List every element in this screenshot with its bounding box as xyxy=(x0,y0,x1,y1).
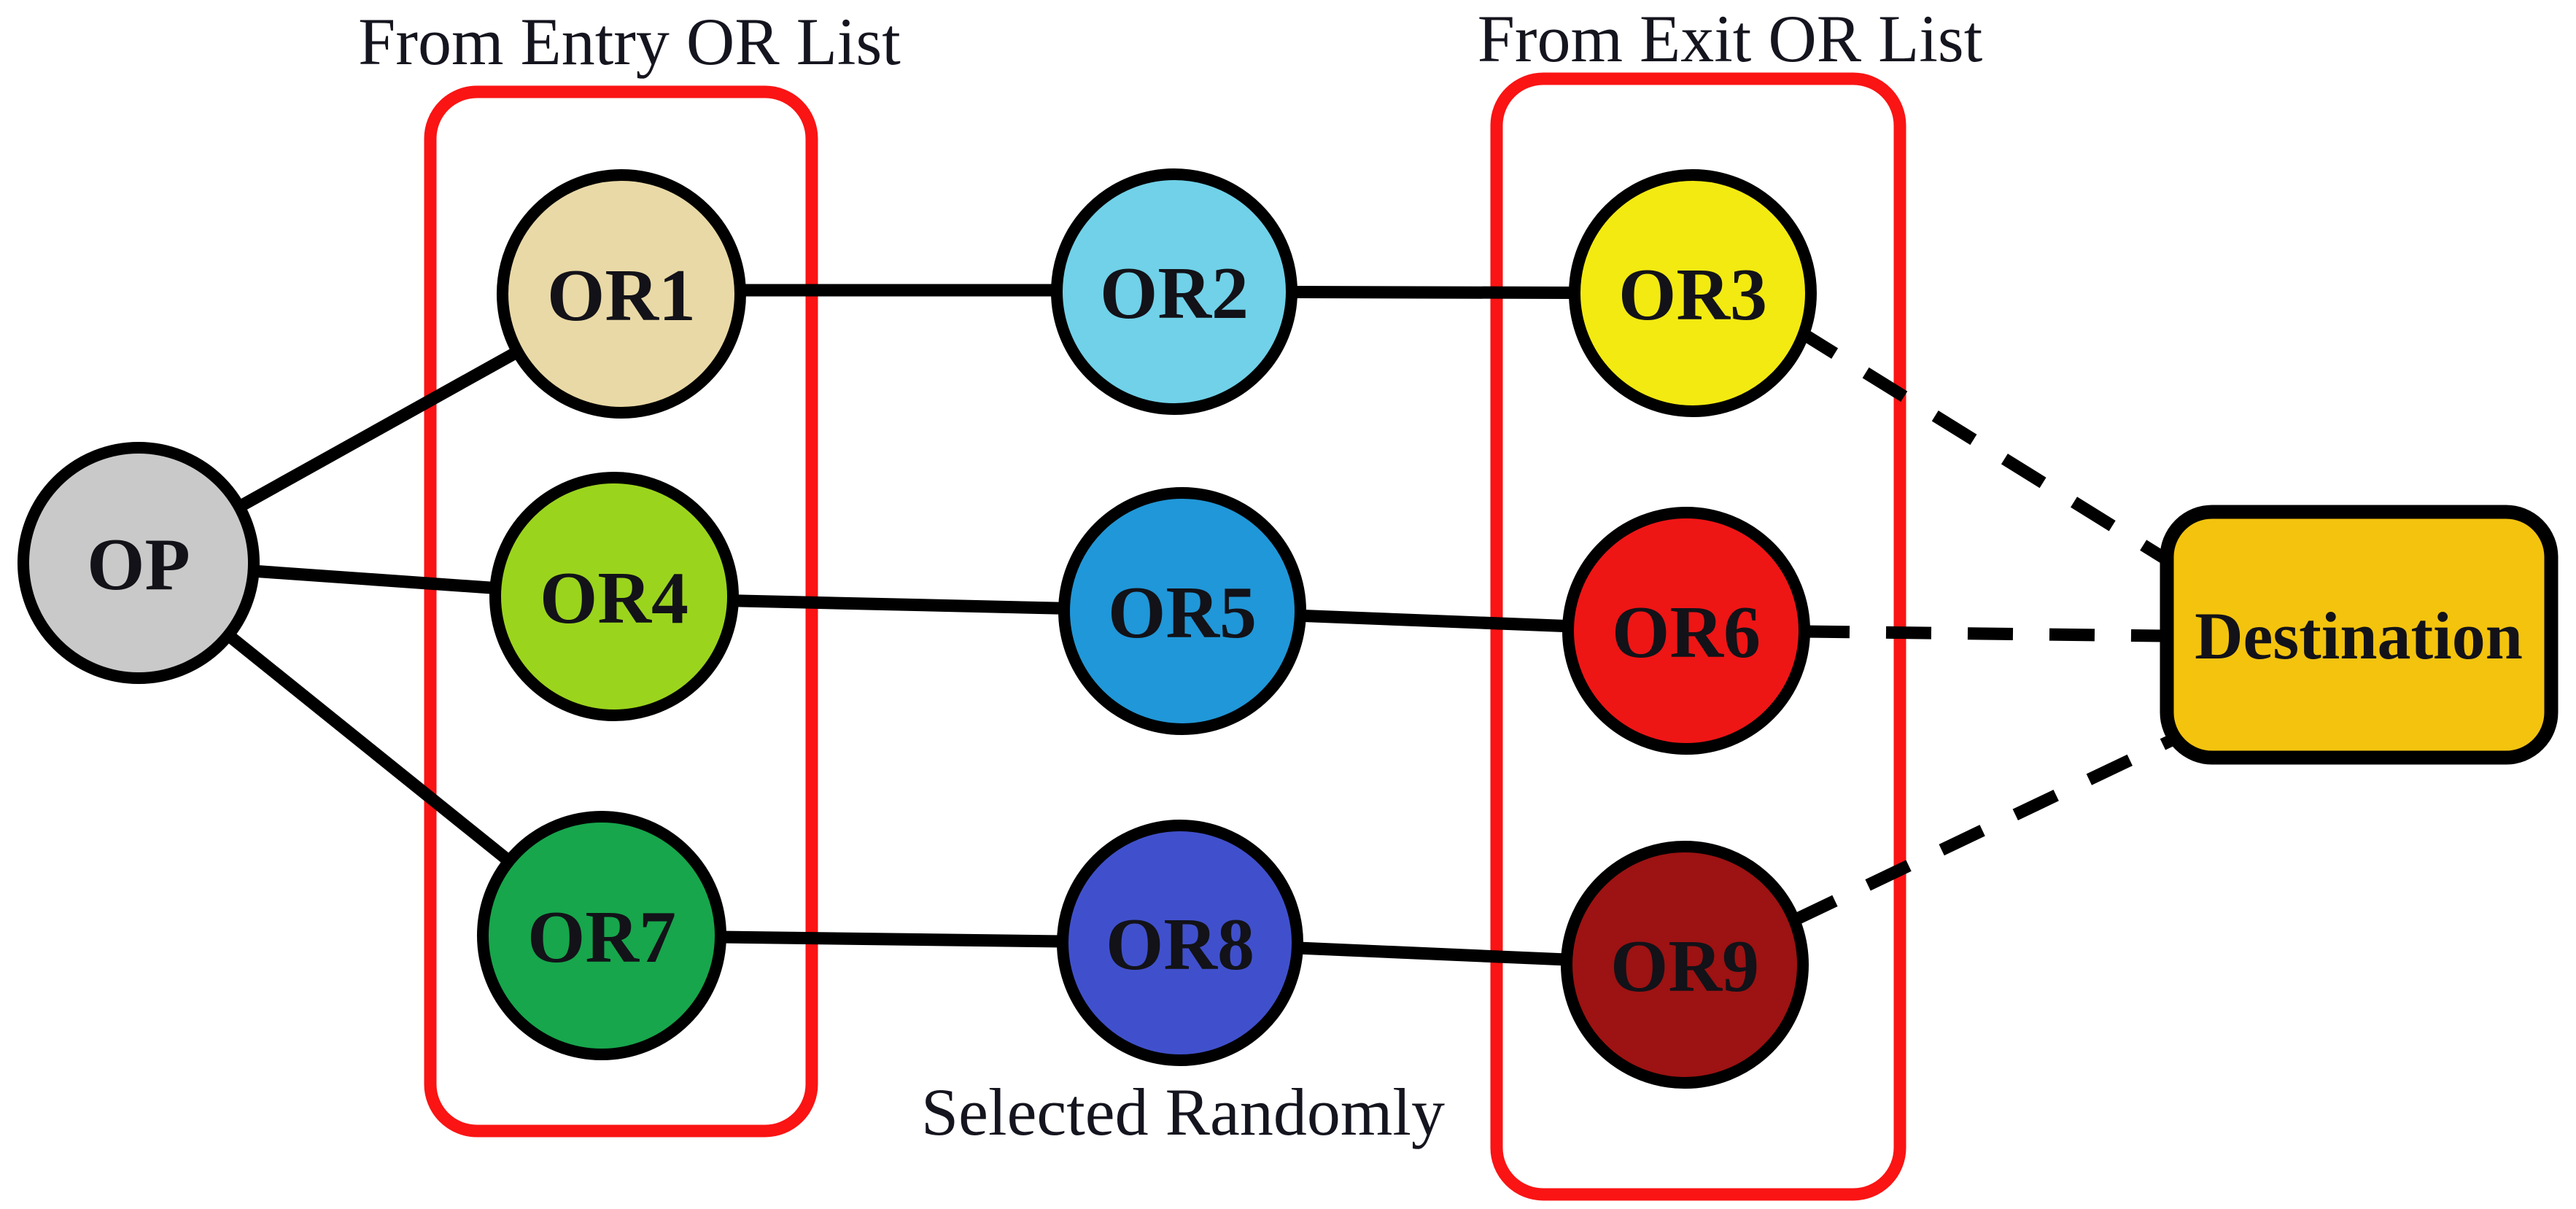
node-or7-circle xyxy=(477,811,726,1060)
node-or5-circle xyxy=(1058,487,1306,735)
edge-or6-destination xyxy=(1804,625,2164,642)
node-or4-label: OR4 xyxy=(540,557,688,640)
destination-label: Destination xyxy=(2195,599,2523,673)
node-or2: OR2 xyxy=(1051,168,1297,415)
node-or7: OR7 xyxy=(477,811,726,1060)
node-or1-circle xyxy=(497,169,746,419)
node-or1-label: OR1 xyxy=(547,254,696,337)
node-or4-circle xyxy=(489,472,739,721)
node-or1: OR1 xyxy=(497,169,746,419)
node-op-circle xyxy=(18,442,260,684)
entry-or-list-box xyxy=(424,85,818,1138)
node-op: OP xyxy=(18,442,260,684)
node-or4: OR4 xyxy=(489,472,739,721)
node-or8-label: OR8 xyxy=(1106,903,1254,986)
node-or9: OR9 xyxy=(1561,841,1809,1089)
node-destination: Destination xyxy=(2160,505,2558,765)
node-or5-label: OR5 xyxy=(1108,572,1257,654)
destination-rect xyxy=(2160,505,2558,765)
node-or2-circle xyxy=(1051,168,1297,415)
edge-or9-destination xyxy=(1791,732,2179,926)
node-or3-circle xyxy=(1569,169,1817,417)
entry-or-list-label: From Entry OR List xyxy=(358,4,901,79)
node-or9-label: OR9 xyxy=(1610,925,1759,1008)
node-or2-label: OR2 xyxy=(1100,252,1249,335)
edge-or3-destination xyxy=(1793,324,2176,569)
node-or6: OR6 xyxy=(1562,507,1810,755)
node-or3-label: OR3 xyxy=(1618,254,1767,336)
node-op-label: OP xyxy=(87,524,190,606)
node-or3: OR3 xyxy=(1569,169,1817,417)
node-or7-label: OR7 xyxy=(527,896,676,979)
node-or9-circle xyxy=(1561,841,1809,1089)
node-or8: OR8 xyxy=(1057,820,1303,1066)
node-or6-label: OR6 xyxy=(1612,591,1761,674)
selected-randomly-label: Selected Randomly xyxy=(921,1075,1445,1149)
node-or5: OR5 xyxy=(1058,487,1306,735)
node-or6-circle xyxy=(1562,507,1810,755)
node-or8-circle xyxy=(1057,820,1303,1066)
exit-or-list-label: From Exit OR List xyxy=(1478,1,1983,76)
